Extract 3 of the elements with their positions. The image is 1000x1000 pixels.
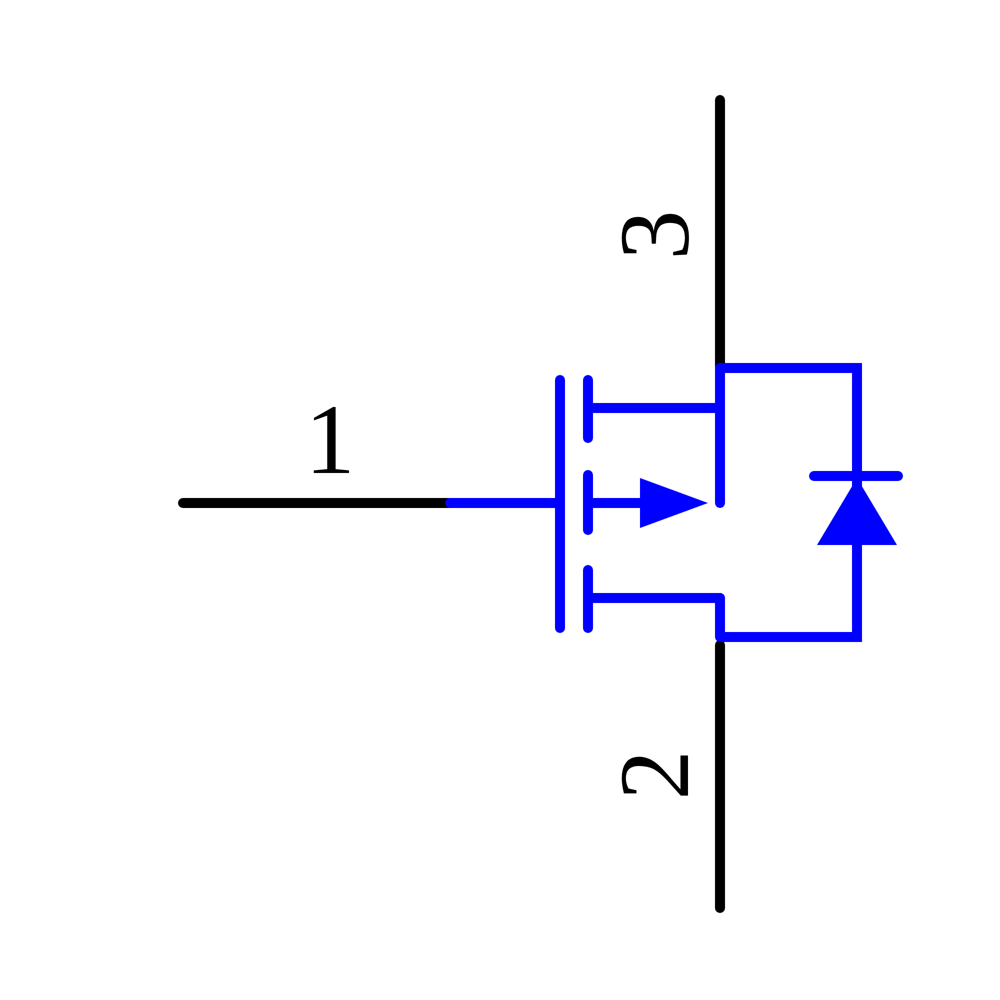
pin-number: 1 xyxy=(305,390,355,490)
pin-number: 3 xyxy=(605,210,705,260)
pin-number: 2 xyxy=(605,750,705,800)
